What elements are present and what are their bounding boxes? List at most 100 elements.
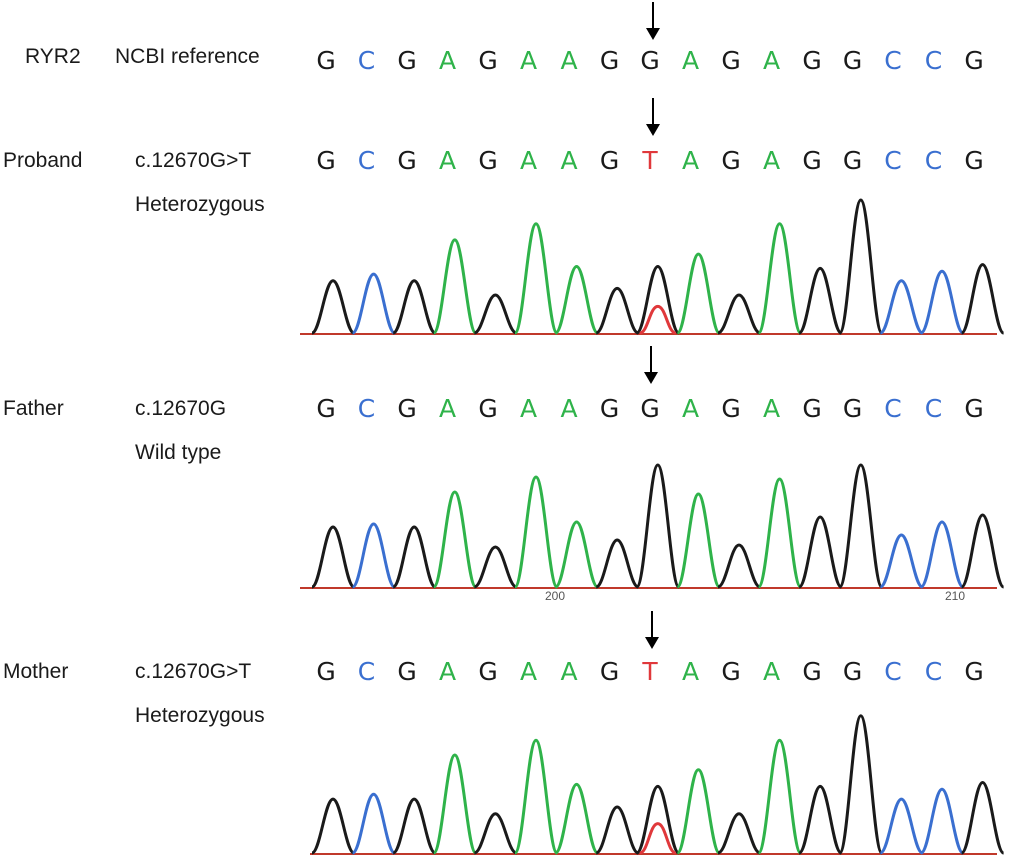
peak-G-14 bbox=[838, 714, 884, 855]
base-G-1: G bbox=[316, 657, 336, 686]
base-A-6: A bbox=[519, 394, 538, 423]
base-A-12: A bbox=[762, 394, 781, 423]
peak-G-13 bbox=[797, 266, 843, 335]
base-G-1: G bbox=[316, 394, 336, 423]
base-A-12: A bbox=[762, 46, 781, 75]
base-G-8: G bbox=[599, 146, 620, 175]
peak-A-10 bbox=[675, 492, 721, 589]
proband-variant: c.12670G>T bbox=[135, 149, 252, 172]
father-zygosity: Wild type bbox=[135, 441, 222, 464]
peak-A-7 bbox=[554, 265, 600, 335]
base-G-17: G bbox=[964, 46, 984, 75]
peak-A-10 bbox=[675, 252, 721, 335]
peak-G-13 bbox=[797, 784, 843, 855]
peak-G-17 bbox=[960, 513, 1006, 589]
base-A-6: A bbox=[519, 46, 538, 75]
base-G-5: G bbox=[478, 657, 498, 686]
base-A-7: A bbox=[560, 146, 578, 175]
mother-zygosity: Heterozygous bbox=[135, 704, 265, 727]
proband-variant-arrow bbox=[646, 98, 660, 136]
base-A-4: A bbox=[438, 394, 457, 423]
secondary-peak-T bbox=[639, 304, 677, 335]
base-A-4: A bbox=[438, 657, 457, 686]
base-C-15: C bbox=[884, 46, 902, 75]
proband-name: Proband bbox=[3, 149, 83, 172]
base-T-9: T bbox=[642, 146, 658, 175]
peak-C-15 bbox=[879, 797, 924, 855]
peak-G-5 bbox=[473, 812, 518, 855]
base-A-6: A bbox=[519, 657, 538, 686]
peak-G-14 bbox=[838, 198, 884, 335]
peak-A-6 bbox=[513, 738, 559, 855]
proband-zygosity: Heterozygous bbox=[135, 193, 265, 216]
base-A-10: A bbox=[681, 46, 700, 75]
base-A-10: A bbox=[681, 394, 700, 423]
base-C-2: C bbox=[357, 46, 376, 75]
base-C-2: C bbox=[357, 657, 376, 686]
peak-C-2 bbox=[351, 792, 397, 855]
peak-G-3 bbox=[392, 797, 437, 855]
base-G-13: G bbox=[802, 394, 822, 423]
peak-G-8 bbox=[595, 286, 640, 335]
father-variant-arrow bbox=[644, 346, 658, 384]
base-G-13: G bbox=[802, 146, 822, 175]
base-G-3: G bbox=[397, 657, 417, 686]
base-A-7: A bbox=[560, 657, 578, 686]
peak-G-17 bbox=[960, 263, 1006, 335]
peak-C-16 bbox=[919, 269, 965, 335]
peak-G-5 bbox=[473, 545, 518, 589]
secondary-peak-T bbox=[639, 822, 677, 855]
peak-A-4 bbox=[432, 490, 478, 589]
peak-G-11 bbox=[717, 293, 761, 335]
base-C-15: C bbox=[884, 394, 902, 423]
peak-T-9 bbox=[635, 784, 681, 855]
base-G-11: G bbox=[721, 657, 741, 686]
base-C-16: C bbox=[924, 46, 943, 75]
peak-C-2 bbox=[351, 522, 397, 589]
base-A-12: A bbox=[762, 657, 781, 686]
base-G-14: G bbox=[842, 657, 863, 686]
peak-C-15 bbox=[879, 279, 924, 335]
mother-variant: c.12670G>T bbox=[135, 660, 252, 683]
father-axis-tick-2: 210 bbox=[945, 589, 966, 603]
base-A-6: A bbox=[519, 146, 538, 175]
peak-G-3 bbox=[391, 525, 437, 589]
father-name: Father bbox=[3, 397, 64, 420]
peak-A-4 bbox=[432, 753, 478, 855]
peak-G-5 bbox=[473, 293, 518, 335]
base-G-3: G bbox=[397, 146, 417, 175]
peak-G-14 bbox=[838, 463, 884, 589]
father-axis-tick-1: 200 bbox=[545, 589, 566, 603]
peak-C-16 bbox=[919, 520, 965, 589]
peak-G-11 bbox=[717, 543, 761, 589]
base-G-5: G bbox=[478, 394, 498, 423]
peak-A-4 bbox=[432, 238, 478, 335]
base-G-11: G bbox=[721, 394, 741, 423]
base-G-9: G bbox=[640, 46, 660, 75]
base-G-14: G bbox=[842, 146, 863, 175]
base-A-10: A bbox=[681, 146, 700, 175]
peak-G-13 bbox=[797, 515, 843, 589]
peak-G-11 bbox=[717, 812, 761, 855]
peak-G-1 bbox=[310, 525, 356, 589]
reference-variant-arrow bbox=[646, 2, 660, 40]
peak-A-6 bbox=[513, 222, 559, 335]
base-C-15: C bbox=[884, 146, 902, 175]
father-variant: c.12670G bbox=[135, 397, 227, 420]
base-G-1: G bbox=[316, 146, 336, 175]
peak-T-9 bbox=[635, 265, 681, 335]
base-G-3: G bbox=[397, 46, 417, 75]
peak-G-8 bbox=[595, 538, 640, 589]
base-A-4: A bbox=[438, 146, 457, 175]
peak-A-10 bbox=[675, 768, 721, 855]
peak-G-3 bbox=[392, 279, 437, 335]
base-C-16: C bbox=[924, 394, 943, 423]
base-G-8: G bbox=[599, 657, 620, 686]
peak-A-6 bbox=[513, 475, 559, 589]
peak-G-9 bbox=[635, 463, 681, 589]
